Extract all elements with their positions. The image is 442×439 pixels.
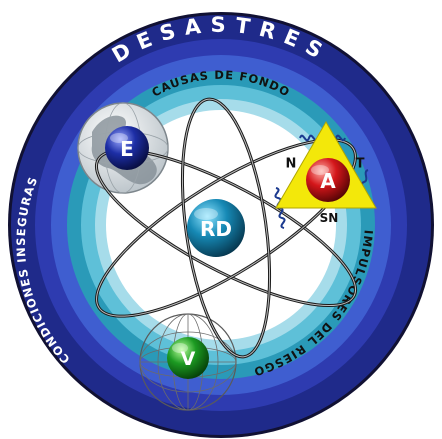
node-e [105,126,149,170]
node-a-label: A [320,169,336,193]
node-a [306,158,350,202]
node-rd-label: RD [200,217,232,241]
node-v-label: V [181,348,196,370]
triangle-label-sn: SN [320,211,339,225]
node-v [167,337,209,379]
orbits [94,97,358,359]
triangle-label-n: N [286,157,297,172]
node-e-label: E [120,137,134,161]
triangle-label-t: T [356,157,365,172]
node-rd [187,199,245,257]
